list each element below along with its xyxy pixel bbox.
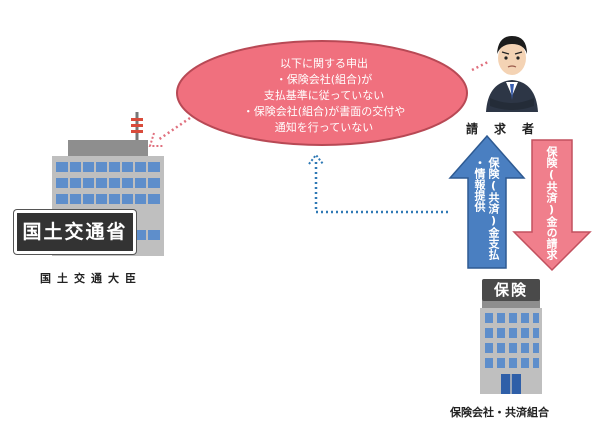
claimant-person-icon (486, 36, 538, 112)
claimant-label: 請 求 者 (466, 122, 537, 136)
insurer-building-icon (480, 300, 542, 394)
claim-arrow-line: 保険(共済)金の請求 (545, 146, 558, 260)
ministry-label: 国土交通大臣 (40, 272, 142, 285)
bubble-line: ・保険会社(組合)が書面の交付や (242, 105, 406, 118)
bubble-line: ・保険会社(組合)が (275, 73, 373, 86)
bubble-line: 以下に関する申出 (280, 57, 368, 70)
bubble-line: 通知を行っていない (274, 121, 374, 134)
complaint-bubble (176, 40, 468, 146)
ministry-building-sign: 国土交通省 (14, 210, 136, 254)
insurer-building-sign: 保険 (482, 279, 540, 301)
bubble-to-ministry-connector (157, 116, 191, 142)
payment-arrow-line: ・情報提供 (473, 157, 486, 212)
bubble-line: 支払基準に従っていない (263, 89, 385, 102)
payment-arrow-text: 保険(共済)金支払 ・情報提供 (472, 157, 500, 260)
complaint-bubble-text: 以下に関する申出 ・保険会社(組合)が 支払基準に従っていない ・保険会社(組合… (196, 56, 452, 136)
payment-arrow-line: 保険(共済)金支払 (487, 157, 500, 260)
claimant-to-bubble-connector (471, 60, 489, 72)
payment-arrow-up (448, 134, 526, 269)
bubble-to-ministry-arrowhead (148, 132, 163, 147)
claim-arrow-text: 保険(共済)金の請求 (544, 146, 558, 260)
insurer-label: 保険会社・共済組合 (450, 406, 549, 419)
claim-arrow-down (512, 139, 592, 272)
insurer-to-bubble-connector (314, 160, 448, 214)
